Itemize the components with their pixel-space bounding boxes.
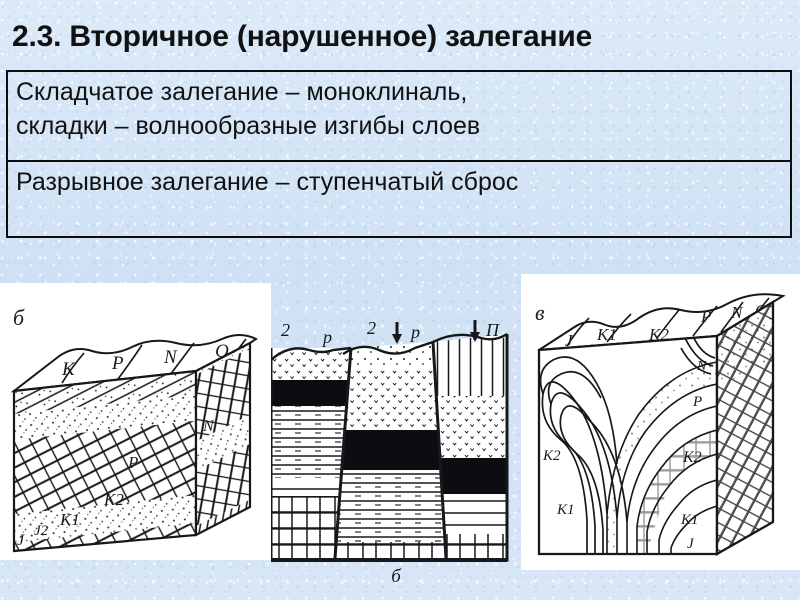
block-front-face [14,371,196,551]
fault-block-right [433,334,507,558]
table-row: Складчатое залегание – моноклиналь, скла… [8,72,790,162]
folded-block-drawing: J K1 K2 P N Q [535,293,786,556]
surface-label-K: K [61,359,76,380]
fault-block-middle [335,342,446,558]
side-label-J: J [17,532,25,549]
definitions-table: Складчатое залегание – моноклиналь, скла… [6,70,792,238]
figure-caption-b: б [13,305,25,330]
surface-label-N: N [163,347,178,368]
figure-monocline-block: K P N Q [0,283,271,560]
side-label-N: N [202,418,215,435]
table-cell-line: Разрывное залегание – ступенчатый сброс [16,168,519,196]
fault-plane-2 [431,341,448,559]
side-label-P: P [127,453,138,472]
figure-caption-v: в [535,300,545,325]
interior-label-P: P [692,394,702,410]
surface-label-P: P [111,353,124,374]
table-cell-line: Складчатое залегание – моноклиналь, [16,78,468,106]
interior-label-K2a: K2 [542,448,561,464]
figure-folded-block: J K1 K2 P N Q [521,274,800,570]
down-arrow-icon [470,320,480,342]
fault-plane-1 [333,347,353,559]
section-marker-2a: 2 [281,320,290,340]
figure-caption-section-b: б [391,566,401,587]
section-marker-P: П [485,320,500,340]
monocline-block-drawing: K P N Q [10,305,258,553]
side-label-K1: K1 [59,510,80,529]
interior-label-N: N [696,359,707,374]
folded-side-face [717,302,773,554]
interior-label-K2b: K2 [682,449,702,466]
page-title: 2.3. Вторичное (нарушенное) залегание [12,20,593,53]
surface-label-P: P [700,307,711,326]
interior-label-K1b: K1 [680,512,699,528]
down-arrow-icon [392,322,402,344]
figure-step-fault-section: 2 p 2 p П [271,320,521,585]
section-marker-2b: 2 [367,320,376,338]
surface-label-J: J [565,331,574,350]
section-marker-pb: p [409,322,420,342]
folded-front-face [539,336,717,554]
table-row: Разрывное залегание – ступенчатый сброс [8,162,790,236]
section-marker-pa: p [321,327,332,347]
side-label-J2: J2 [34,523,49,539]
block-side-face [196,343,250,535]
surface-label-K1: K1 [596,325,617,344]
surface-label-N: N [730,303,744,322]
interior-label-K1a: K1 [556,502,575,518]
table-cell-line: складки – волнообразные изгибы слоев [16,112,481,140]
step-fault-drawing: 2 p 2 p П [271,320,509,562]
interior-label-J: J [687,536,695,552]
side-label-K2: K2 [103,490,124,509]
